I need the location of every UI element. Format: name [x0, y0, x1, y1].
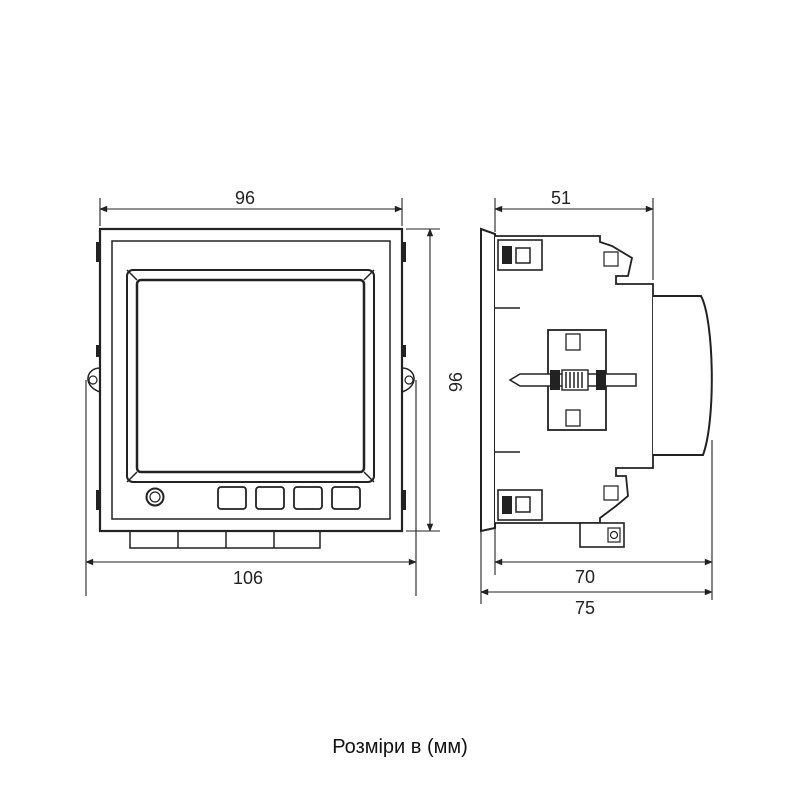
front-total-width-label: 106: [233, 568, 263, 588]
display-screen: [135, 278, 366, 474]
front-button-3: [293, 486, 323, 510]
top-latch: [497, 239, 543, 271]
left-mounting-ear: [87, 367, 101, 393]
units-caption: Розміри в (мм): [332, 736, 468, 758]
side-top-label: 51: [551, 188, 571, 208]
bottom-terminal-block: [129, 530, 321, 549]
front-button-2: [255, 486, 285, 510]
side-depth-label: 70: [575, 567, 595, 587]
front-dimensions: [85, 198, 440, 596]
display-frame: [126, 269, 375, 483]
led-indicator: [145, 487, 165, 507]
front-button-4: [331, 486, 361, 510]
front-bezel-inner: [111, 240, 391, 520]
front-height-label: 96: [445, 372, 465, 392]
front-bezel-outer: [98, 227, 404, 533]
side-dimensions: [480, 198, 713, 604]
rear-terminal-cover: [653, 295, 713, 456]
side-front-flange: [480, 227, 496, 533]
bottom-latch: [497, 489, 543, 521]
front-view: [87, 227, 415, 549]
bottom-connector: [579, 522, 625, 548]
side-view: [480, 227, 713, 548]
front-button-1: [217, 486, 247, 510]
side-total-depth-label: 75: [575, 598, 595, 618]
front-width-label: 96: [235, 188, 255, 208]
right-mounting-ear: [401, 367, 415, 393]
